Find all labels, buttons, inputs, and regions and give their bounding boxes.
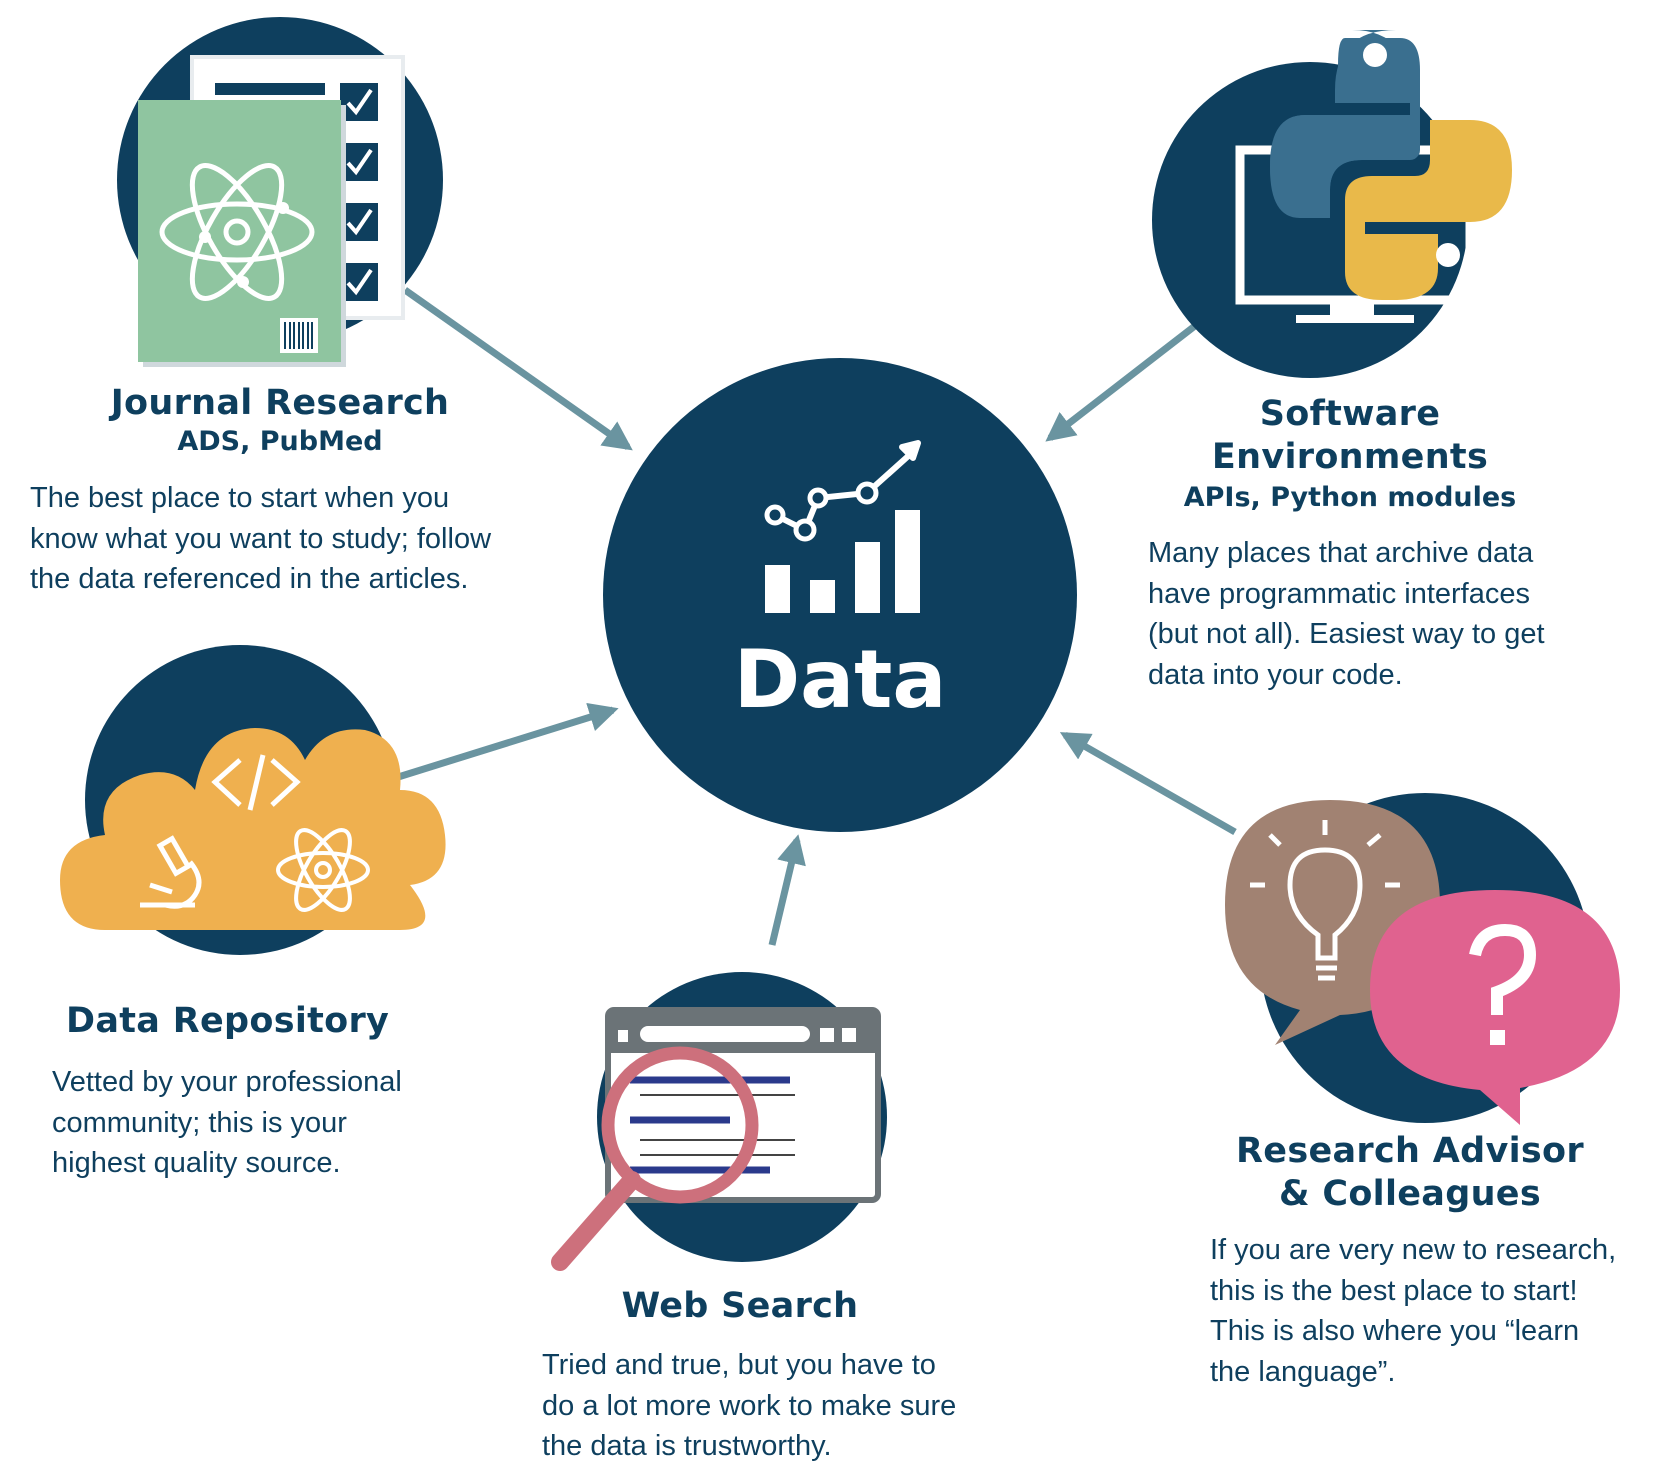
journal-description-line: the data referenced in the articles. <box>30 563 469 595</box>
advisor-description: If you are very new to research, this is… <box>1210 1230 1670 1392</box>
software-description-line: Many places that archive data <box>1148 537 1534 569</box>
journal-atom-icon <box>117 17 443 367</box>
arrow-journal <box>402 287 633 451</box>
cloud-science-icon <box>60 645 446 955</box>
journal-description-line: The best place to start when you <box>30 482 450 514</box>
repository-title: Data Repository <box>66 1001 390 1041</box>
arrow-software <box>1045 302 1225 442</box>
web-description: Tried and true, but you have to do a lot… <box>542 1345 1062 1467</box>
web-node-text: Web Search <box>540 1285 940 1328</box>
software-title-line: Environments <box>1211 437 1489 477</box>
software-description: Many places that archive data have progr… <box>1148 533 1668 695</box>
center-label: Data <box>733 633 947 726</box>
repository-description-line: community; this is your <box>52 1106 347 1139</box>
software-subtitle: APIs, Python modules <box>1183 482 1517 513</box>
arrows <box>393 287 1237 946</box>
advisor-description-line: If you are very new to research, <box>1210 1234 1617 1266</box>
chart-trend-icon <box>764 440 921 613</box>
software-title-line: Software <box>1259 394 1441 434</box>
journal-description-line: know what you want to study; follow <box>30 522 492 555</box>
repository-description: Vetted by your professional community; t… <box>52 1062 532 1184</box>
advisor-description-line: This is also where you “learn <box>1210 1315 1580 1347</box>
journal-title: Journal Research <box>110 383 450 423</box>
web-description-line: do a lot more work to make sure <box>542 1389 957 1422</box>
advisor-description-line: the language”. <box>1210 1355 1396 1388</box>
journal-subtitle: ADS, PubMed <box>177 426 383 457</box>
web-description-line: the data is trustworthy. <box>542 1430 832 1462</box>
center-node <box>603 358 1077 832</box>
python-monitor-icon <box>1152 30 1512 378</box>
arrow-advisor <box>1059 731 1237 836</box>
advisor-node-text: Research Advisor & Colleagues <box>1200 1130 1620 1216</box>
arrow-repository <box>393 702 619 782</box>
advisor-description-line: this is the best place to start! <box>1210 1274 1578 1307</box>
repository-description-line: highest quality source. <box>52 1147 341 1179</box>
software-node-text: Software Environments APIs, Python modul… <box>1150 393 1550 515</box>
advisor-title-line: Research Advisor <box>1236 1131 1584 1171</box>
advisor-title-line: & Colleagues <box>1279 1174 1541 1214</box>
center-circle <box>603 358 1077 832</box>
python-yellow-half <box>1345 120 1512 300</box>
repository-description-line: Vetted by your professional <box>52 1066 402 1098</box>
arrow-web <box>768 834 806 946</box>
journal-node-text: Journal Research ADS, PubMed <box>60 382 500 459</box>
journal-description: The best place to start when you know wh… <box>30 478 590 600</box>
software-description-line: data into your code. <box>1148 658 1403 691</box>
web-description-line: Tried and true, but you have to <box>542 1349 936 1381</box>
software-description-line: (but not all). Easiest way to get <box>1148 618 1545 650</box>
browser-magnifier-icon <box>551 972 887 1271</box>
web-title: Web Search <box>621 1286 859 1326</box>
speech-bubbles-icon <box>1225 793 1620 1125</box>
software-description-line: have programmatic interfaces <box>1148 577 1530 610</box>
repository-node-text: Data Repository <box>66 1000 486 1043</box>
